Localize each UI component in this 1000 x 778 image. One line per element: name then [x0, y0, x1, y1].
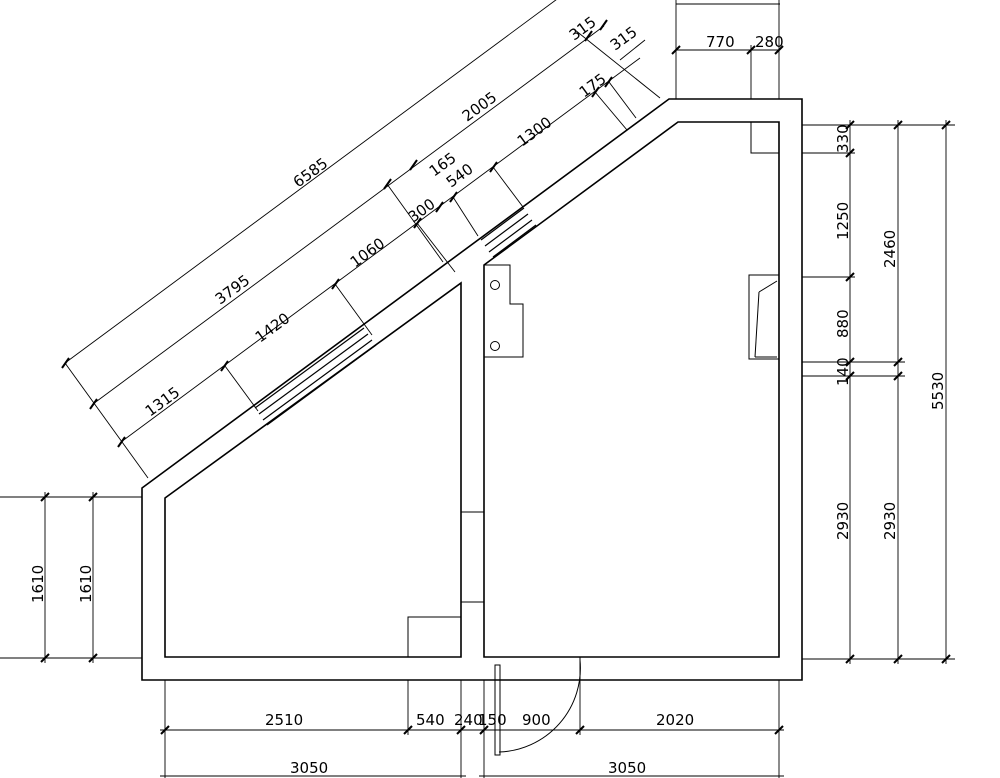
dim-280: 280 [755, 33, 784, 51]
dim-6585: 6585 [290, 154, 331, 191]
dim-330: 330 [834, 124, 852, 153]
dim-175: 175 [576, 70, 610, 101]
dim-1315: 1315 [142, 383, 183, 420]
dim-2020: 2020 [656, 711, 694, 729]
diagonal-labels: 6585 3795 2005 315 315 175 1300 165 540 … [142, 13, 641, 420]
dim-1250: 1250 [834, 202, 852, 240]
left-room-corner-box [407, 616, 461, 657]
dim-1420: 1420 [252, 309, 293, 346]
dim-3050-b: 3050 [608, 759, 646, 777]
fixture-circle-bottom [490, 341, 500, 351]
dim-5530: 5530 [929, 372, 947, 410]
dim-1610-b: 1610 [77, 565, 95, 603]
right-dimensions: 330 1250 880 140 2930 2460 2930 5530 [802, 120, 955, 664]
dim-150: 150 [478, 711, 507, 729]
dim-880: 880 [834, 309, 852, 338]
walls [141, 98, 803, 681]
left-dimensions: 1610 1610 [0, 492, 142, 663]
left-room-inner-outline [164, 281, 462, 658]
dim-2005: 2005 [459, 88, 500, 125]
dim-770: 770 [706, 33, 735, 51]
dim-140: 140 [834, 357, 852, 386]
dim-2460: 2460 [881, 230, 899, 268]
outer-wall-outline [141, 98, 803, 681]
right-room-inner-outline [483, 121, 780, 658]
window-left [254, 327, 377, 426]
fixture-circle-top [490, 280, 500, 290]
door-leaf [494, 664, 501, 756]
diagonal-dimensions [61, 0, 661, 479]
dim-3050-a: 3050 [290, 759, 328, 777]
top-dimensions: 770 280 [671, 0, 784, 99]
dim-240: 240 [454, 711, 483, 729]
right-room-corner-box [750, 122, 779, 154]
bottom-dimensions: 2510 540 240 150 900 2020 3050 3050 [160, 680, 784, 778]
dim-1060: 1060 [347, 234, 388, 271]
dim-540-bottom: 540 [416, 711, 445, 729]
diagonal-windows [254, 207, 537, 426]
dim-2930-a: 2930 [834, 502, 852, 540]
right-wall-window [748, 274, 780, 360]
dim-300: 300 [405, 195, 439, 226]
dim-315-a: 315 [566, 13, 600, 44]
door-swing-arc [498, 659, 581, 753]
dim-3795: 3795 [212, 271, 253, 308]
dim-2510: 2510 [265, 711, 303, 729]
entrance-door [494, 657, 581, 756]
dim-1300: 1300 [514, 113, 555, 150]
dim-900: 900 [522, 711, 551, 729]
dim-315-b: 315 [607, 23, 641, 54]
window-right [480, 207, 537, 258]
wall-fixture [484, 264, 524, 358]
dim-1610-a: 1610 [29, 565, 47, 603]
dim-2930-b: 2930 [881, 502, 899, 540]
